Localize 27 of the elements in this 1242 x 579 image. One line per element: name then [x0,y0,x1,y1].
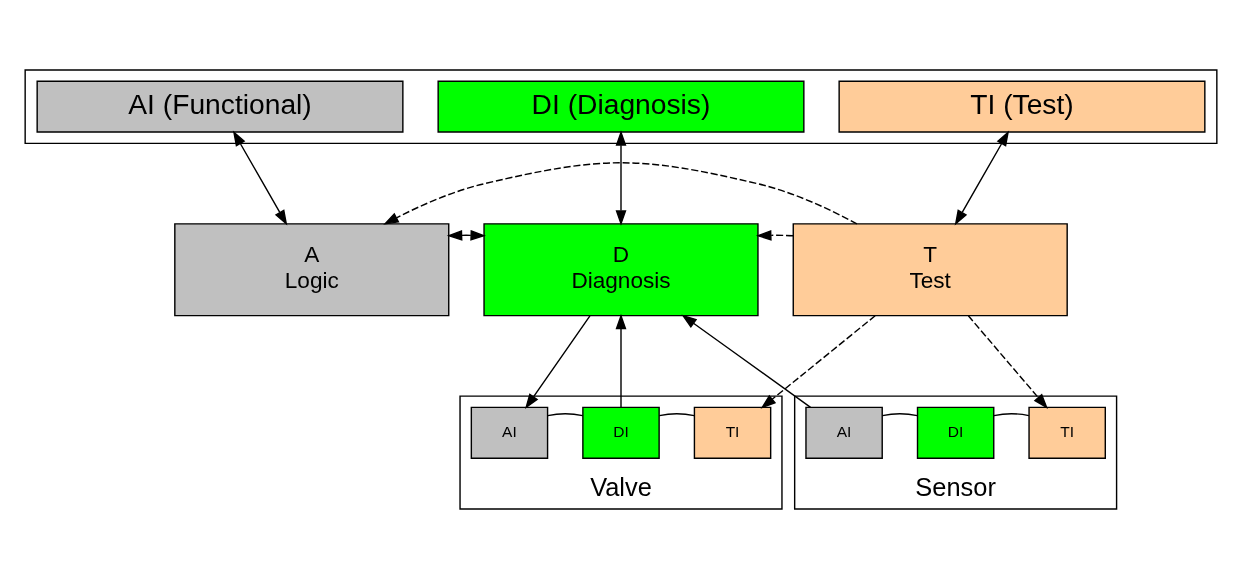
arrow [755,229,794,241]
arrow [615,130,627,226]
node-box: AI [470,406,549,459]
connector [547,413,584,417]
node-box: DI [582,406,660,459]
arrow [525,315,591,410]
connector [881,413,918,417]
node-box: AI (Functional) [36,80,404,133]
connector [658,413,695,417]
node-box: TI [693,406,772,459]
arrow [446,229,486,241]
arrow [760,315,876,409]
node-box: TI [1028,406,1106,459]
connector [993,413,1030,417]
arrow [681,314,812,409]
node-box: D Diagnosis [483,223,759,317]
arrow [615,313,627,409]
node-box: TI (Test) [838,80,1206,133]
arrow [967,315,1048,409]
node-box: AI [805,406,883,459]
node-box: A Logic [174,223,450,317]
node-box: DI [916,406,995,459]
node-box: T Test [792,223,1068,317]
arrow [383,162,858,225]
node-box: DI (Diagnosis) [437,80,805,133]
arrow [954,130,1010,226]
arrow [232,130,288,226]
